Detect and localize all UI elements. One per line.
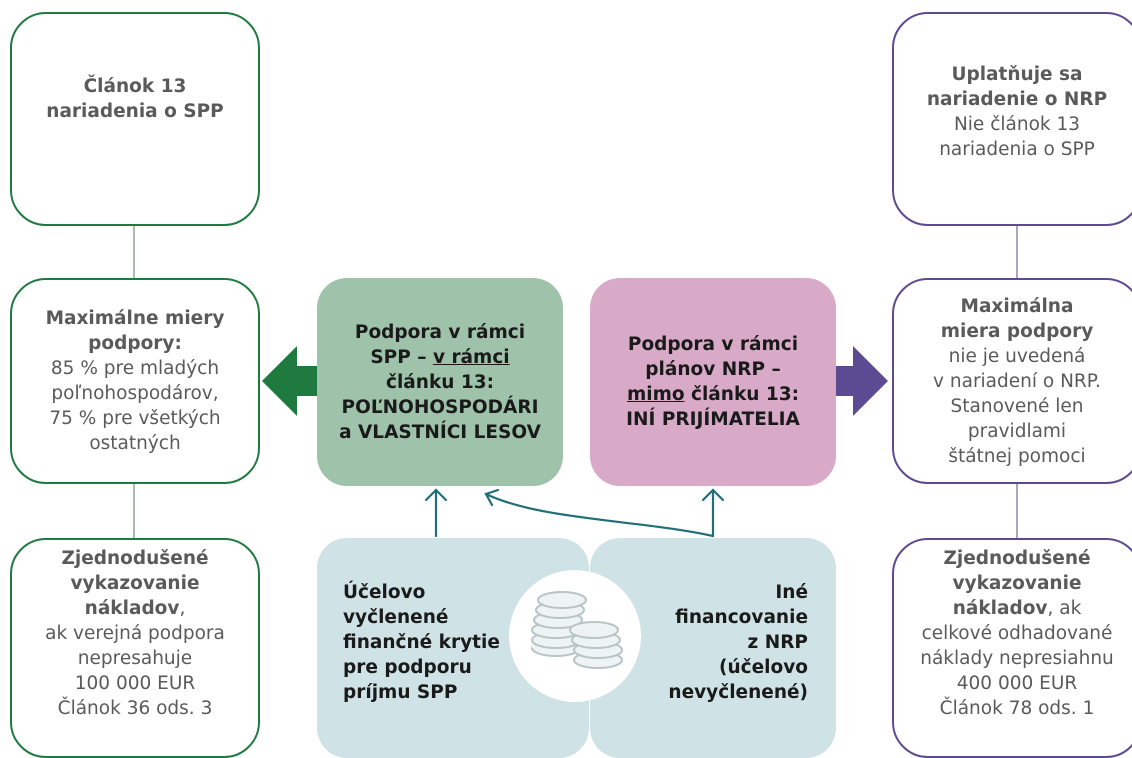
max-rates-line-1: 85 % pre mladých xyxy=(50,358,220,379)
max-rate-line-4: pravidlami xyxy=(967,420,1067,442)
nrp-costs-title-3-row: nákladov, ak xyxy=(953,596,1082,621)
right-top-box: Uplatňuje sa nariadenie o NRP Nie článok… xyxy=(892,12,1132,226)
ringfenced-line-5: príjmu SPP xyxy=(343,681,458,703)
cap-support-line-2a: SPP – xyxy=(370,346,433,368)
max-rate-title-2: miera podpory xyxy=(940,320,1094,342)
nrp-costs-title-2: vykazovanie xyxy=(952,573,1082,594)
max-rates-line-3: 75 % pre všetkých xyxy=(49,408,221,429)
nrp-costs-line-2: náklady nepresiahnu xyxy=(920,648,1114,669)
nrp-costs-title-3: nákladov xyxy=(952,598,1048,619)
ringfenced-line-4: pre podporu xyxy=(343,656,472,678)
max-rate-line-2: v nariadení o NRP. xyxy=(933,370,1101,392)
arrow-left-icon xyxy=(262,346,318,416)
cap-support-line-2: SPP – v rámci xyxy=(370,345,509,370)
simplified-costs-title-2: vykazovanie xyxy=(70,573,200,594)
arrow-up-left xyxy=(424,488,448,538)
simplified-costs-title-3: nákladov xyxy=(84,598,180,619)
other-funding-line-2: financovanie xyxy=(675,606,808,628)
cap-support-line-5: a VLASTNÍCI LESOV xyxy=(339,421,541,443)
cap-support-line-1: Podpora v rámci xyxy=(354,321,526,343)
ringfenced-funding-box: Účelovo vyčlenené finančné krytie pre po… xyxy=(317,538,589,758)
nrp-applies-title-2: nariadenie o NRP xyxy=(926,89,1108,110)
nrp-applies-title-1: Uplatňuje sa xyxy=(951,64,1083,85)
other-rrp-funding-box: Iné financovanie z NRP (účelovo nevyčlen… xyxy=(590,538,836,758)
right-middle-box: Maximálna miera podpory nie je uvedená v… xyxy=(892,278,1132,484)
nrp-costs-title-3-suffix: , ak xyxy=(1047,598,1082,619)
arrow-up-right xyxy=(701,488,725,538)
simplified-costs-line-2: nepresahuje xyxy=(77,648,193,669)
nrp-costs-line-3: 400 000 EUR xyxy=(956,673,1078,694)
max-rates-title-2: podpory: xyxy=(88,333,182,354)
cap-support-box: Podpora v rámci SPP – v rámci článku 13:… xyxy=(317,278,563,486)
simplified-costs-line-1: ak verejná podpora xyxy=(45,623,225,644)
right-bottom-box: Zjednodušené vykazovanie nákladov, ak ce… xyxy=(892,538,1132,758)
other-funding-line-1: Iné xyxy=(775,581,808,603)
nrp-costs-line-1: celkové odhadované xyxy=(921,623,1113,644)
max-rate-line-5: štátnej pomoci xyxy=(948,445,1086,467)
other-funding-line-4: (účelovo xyxy=(719,656,808,678)
nrp-costs-title-1: Zjednodušené xyxy=(943,548,1091,569)
max-rate-line-3: Stanovené len xyxy=(950,395,1084,417)
max-rates-line-4: ostatných xyxy=(89,433,181,454)
simplified-costs-title-3-suffix: , xyxy=(179,598,186,619)
left-middle-box: Maximálne miery podpory: 85 % pre mladýc… xyxy=(10,278,260,484)
left-bottom-box: Zjednodušené vykazovanie nákladov, ak ve… xyxy=(10,538,260,758)
rrp-support-line-3: mimo článku 13: xyxy=(627,382,799,407)
simplified-costs-title-3-row: nákladov, xyxy=(85,596,186,621)
ringfenced-line-3: finančné krytie xyxy=(343,631,500,653)
nrp-costs-line-4: Článok 78 ods. 1 xyxy=(939,698,1095,719)
simplified-costs-title-1: Zjednodušené xyxy=(61,548,209,569)
rrp-support-box: Podpora v rámci plánov NRP – mimo článku… xyxy=(590,278,836,486)
simplified-costs-line-3: 100 000 EUR xyxy=(74,673,196,694)
nrp-applies-line-2: nariadenia o SPP xyxy=(939,139,1095,160)
left-top-box: Článok 13 nariadenia o SPP xyxy=(10,12,260,226)
max-rates-title-1: Maximálne miery xyxy=(45,308,225,329)
simplified-costs-line-4: Článok 36 ods. 3 xyxy=(57,698,213,719)
max-rate-title-1: Maximálna xyxy=(960,295,1074,317)
rrp-support-line-2: plánov NRP – xyxy=(645,359,781,380)
nrp-applies-line-1: Nie článok 13 xyxy=(953,114,1081,135)
cap-support-line-2b: v rámci xyxy=(432,346,510,368)
article13-subtitle: nariadenia o SPP xyxy=(46,101,224,122)
other-funding-line-5: nevyčlenené) xyxy=(668,681,808,703)
other-funding-line-3: z NRP xyxy=(747,631,809,653)
article13-title: Článok 13 xyxy=(83,76,187,97)
rrp-support-line-4: INÍ PRIJÍMATELIA xyxy=(626,409,800,430)
cap-support-line-3: článku 13: xyxy=(385,371,495,393)
rrp-support-line-3a: mimo xyxy=(626,384,685,405)
rrp-support-line-1: Podpora v rámci xyxy=(627,334,799,355)
max-rate-line-1: nie je uvedená xyxy=(948,345,1086,367)
ringfenced-line-1: Účelovo xyxy=(343,581,426,603)
arrow-curved-to-green xyxy=(484,488,715,538)
rrp-support-line-3b: článku 13: xyxy=(684,384,800,405)
arrow-right-icon xyxy=(834,346,888,416)
ringfenced-line-2: vyčlenené xyxy=(343,606,449,628)
max-rates-line-2: poľnohospodárov, xyxy=(51,383,219,404)
cap-support-line-4: POĽNOHOSPODÁRI xyxy=(341,396,539,418)
